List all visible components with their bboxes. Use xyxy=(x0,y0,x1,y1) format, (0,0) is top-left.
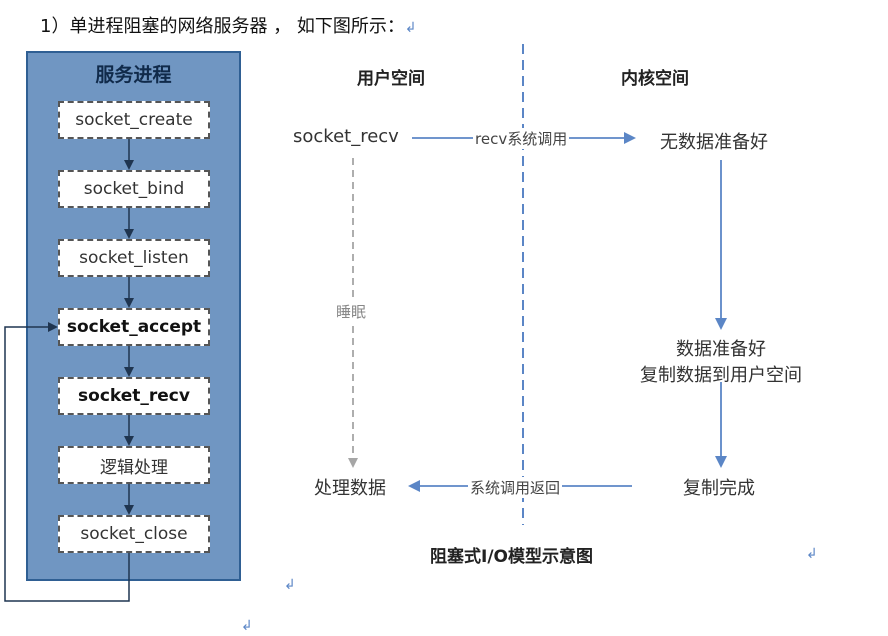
data-ready-line1: 数据准备好 xyxy=(676,339,766,360)
pilcrow-mark: ↲ xyxy=(806,546,818,562)
no-data-ready-label: 无数据准备好 xyxy=(660,132,768,153)
step-socket-recv: socket_recv xyxy=(58,377,210,415)
step-socket-bind: socket_bind xyxy=(58,170,210,208)
recv-syscall-label: recv系统调用 xyxy=(473,128,570,149)
step-logic-process: 逻辑处理 xyxy=(58,446,210,484)
user-socket-recv-label: socket_recv xyxy=(293,126,399,147)
pilcrow-mark: ↲ xyxy=(284,577,296,593)
step-socket-accept: socket_accept xyxy=(58,308,210,346)
loop-back-connector xyxy=(4,322,130,602)
data-ready-line2: 复制数据到用户空间 xyxy=(640,365,802,386)
process-data-label: 处理数据 xyxy=(314,478,386,499)
data-ready-label: 数据准备好 复制数据到用户空间 xyxy=(610,335,832,387)
panel-step-connectors xyxy=(4,139,134,602)
sleep-label: 睡眠 xyxy=(336,301,367,322)
kernel-space-header: 内核空间 xyxy=(621,69,689,89)
pilcrow-mark: ↲ xyxy=(404,20,417,36)
service-process-title: 服务进程 xyxy=(95,64,172,86)
step-socket-close: socket_close xyxy=(58,515,210,553)
copy-done-label: 复制完成 xyxy=(683,478,755,499)
pilcrow-mark: ↲ xyxy=(241,618,253,634)
top-caption-text: 1）单进程阻塞的网络服务器 ， 如下图所示： xyxy=(40,16,405,37)
step-socket-create: socket_create xyxy=(58,101,210,139)
user-space-header: 用户空间 xyxy=(357,69,425,89)
top-caption: 1）单进程阻塞的网络服务器 ， 如下图所示：↲ xyxy=(40,12,417,38)
step-socket-listen: socket_listen xyxy=(58,239,210,277)
syscall-return-label: 系统调用返回 xyxy=(468,477,563,498)
diagram-caption: 阻塞式I/O模型示意图 xyxy=(430,547,593,567)
